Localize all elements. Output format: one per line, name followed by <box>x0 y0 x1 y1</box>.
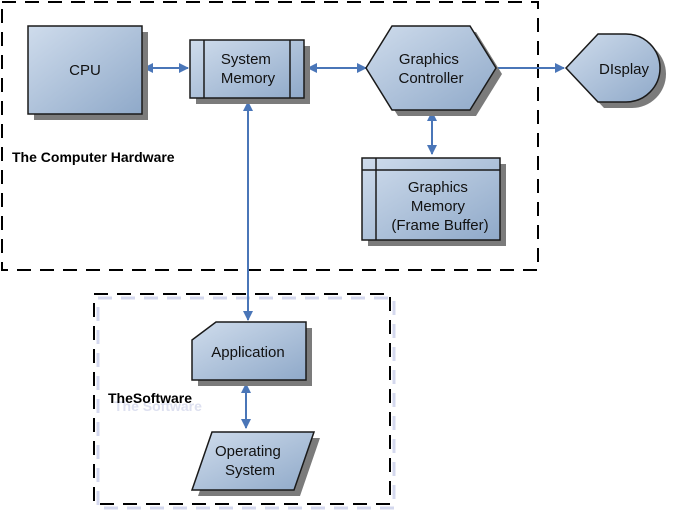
application-node: Application <box>191 321 312 386</box>
system-memory-label: System Memory <box>221 51 276 87</box>
operating-system-label-line: System <box>225 462 275 479</box>
cpu-label: CPU <box>69 62 101 79</box>
graphics-memory-label-line: Graphics <box>408 179 468 196</box>
application-label-line: Application <box>211 344 284 361</box>
display-label-line: DIsplay <box>599 61 650 78</box>
hardware-group-border <box>1 1 539 271</box>
display-shape <box>564 33 661 103</box>
cpu-label-line: CPU <box>69 62 101 79</box>
graphics-controller-label-line: Controller <box>398 70 463 87</box>
hardware-group: The Computer Hardware <box>1 1 539 271</box>
application-shape <box>191 321 307 381</box>
operating-system-shape <box>190 431 316 491</box>
graphics-memory-label-line: Memory <box>411 198 466 215</box>
display-node: DIsplay <box>564 33 666 108</box>
graphics-memory-box <box>361 157 501 241</box>
cpu-node-box <box>27 25 143 115</box>
operating-system-node: Operating System <box>190 431 320 496</box>
software-group-ghost-label: The Software <box>114 398 202 414</box>
operating-system-label-line: Operating <box>215 443 281 460</box>
system-memory-label-line: Memory <box>221 70 276 87</box>
hardware-group-label: The Computer Hardware <box>12 149 175 165</box>
system-memory-node: System Memory <box>189 39 310 104</box>
graphics-controller-node: Graphics Controller <box>365 25 502 116</box>
display-label: DIsplay <box>599 61 650 78</box>
graphics-controller-shape <box>365 25 497 111</box>
operating-system-label: Operating System <box>215 443 285 479</box>
application-label: Application <box>211 344 284 361</box>
system-memory-box <box>189 39 305 99</box>
software-group-label: TheSoftware <box>108 390 192 406</box>
system-memory-label-line: System <box>221 51 271 68</box>
graphics-memory-node: Graphics Memory (Frame Buffer) <box>361 157 506 246</box>
graphics-controller-label-line: Graphics <box>399 51 459 68</box>
graphics-memory-label: Graphics Memory (Frame Buffer) <box>391 179 488 234</box>
connectors <box>143 63 565 429</box>
graphics-memory-label-line: (Frame Buffer) <box>391 217 488 234</box>
software-group-border <box>93 293 391 505</box>
cpu-node: CPU <box>27 25 148 120</box>
software-group: The Software TheSoftware <box>93 293 396 510</box>
graphics-controller-label: Graphics Controller <box>398 51 463 87</box>
